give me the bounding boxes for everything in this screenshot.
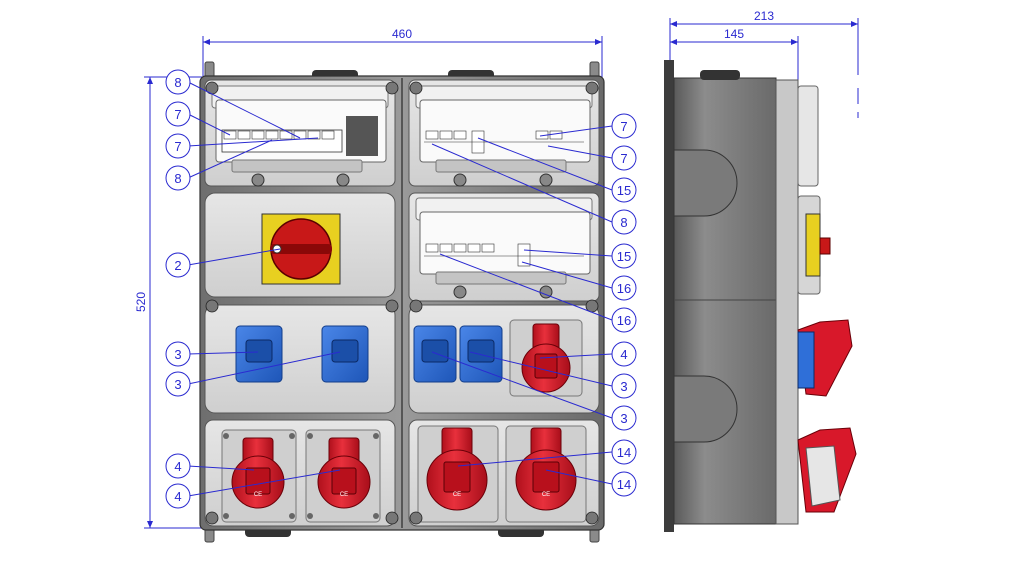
svg-text:7: 7 [174, 107, 181, 122]
svg-text:7: 7 [174, 139, 181, 154]
svg-text:7: 7 [620, 119, 627, 134]
dimension-460-label: 460 [392, 27, 412, 41]
svg-text:CE: CE [340, 492, 348, 498]
svg-text:3: 3 [174, 347, 181, 362]
callout-19: 3 [611, 405, 637, 431]
svg-text:15: 15 [617, 183, 631, 198]
cee-socket-right-1: CE [426, 427, 488, 511]
callout-5: 2 [165, 252, 191, 278]
svg-text:CE: CE [453, 492, 461, 498]
svg-text:2: 2 [174, 258, 181, 273]
dimension-depth-box: 145 [670, 27, 799, 80]
dimension-145-label: 145 [724, 27, 744, 41]
dimension-520-label: 520 [134, 292, 148, 312]
cee-module-left: CE CE [204, 419, 396, 527]
callout-20: 14 [611, 439, 637, 465]
callout-2: 7 [165, 101, 191, 127]
callout-10: 7 [611, 113, 637, 139]
dimension-213-label: 213 [754, 9, 774, 23]
cee-module-right: CE CE [408, 419, 600, 527]
breaker-window-right-top [408, 79, 600, 187]
callout-6: 3 [165, 341, 191, 367]
svg-text:14: 14 [617, 445, 631, 460]
svg-text:8: 8 [174, 171, 181, 186]
breaker-window-right-middle [408, 192, 600, 302]
callout-12: 15 [611, 177, 637, 203]
callout-15: 16 [611, 275, 637, 301]
svg-text:15: 15 [617, 249, 631, 264]
callout-8: 4 [165, 453, 191, 479]
cee-socket-left-2: CE [317, 437, 371, 509]
mixed-socket-module-right [408, 304, 600, 414]
callout-13: 8 [611, 209, 637, 235]
side-view [664, 60, 857, 532]
callout-11: 7 [611, 145, 637, 171]
svg-text:14: 14 [617, 477, 631, 492]
dimension-height-front: 520 [134, 76, 240, 529]
front-view: CE CE [199, 61, 605, 543]
svg-text:16: 16 [617, 313, 631, 328]
svg-text:4: 4 [174, 459, 181, 474]
callout-16: 16 [611, 307, 637, 333]
svg-text:4: 4 [174, 489, 181, 504]
svg-text:16: 16 [617, 281, 631, 296]
svg-text:CE: CE [542, 492, 550, 498]
cee-socket-right-2: CE [515, 427, 577, 511]
svg-text:7: 7 [620, 151, 627, 166]
callout-21: 14 [611, 471, 637, 497]
callout-17: 4 [611, 341, 637, 367]
callout-7: 3 [165, 371, 191, 397]
callout-9: 4 [165, 483, 191, 509]
svg-text:3: 3 [620, 379, 627, 394]
svg-text:8: 8 [174, 75, 181, 90]
svg-text:CE: CE [254, 492, 262, 498]
callout-18: 3 [611, 373, 637, 399]
svg-text:4: 4 [620, 347, 627, 362]
callout-14: 15 [611, 243, 637, 269]
callout-4: 8 [165, 165, 191, 191]
dimension-depth-total: 213 [669, 9, 859, 118]
breaker-window-left [204, 79, 396, 187]
callout-1: 8 [165, 69, 191, 95]
main-isolator-switch-module [204, 192, 396, 298]
svg-text:3: 3 [620, 411, 627, 426]
schuko-module-left [204, 304, 396, 414]
callout-3: 7 [165, 133, 191, 159]
leader-lines [187, 81, 613, 497]
dimension-width-front: 460 [202, 27, 603, 82]
svg-text:8: 8 [620, 215, 627, 230]
svg-text:3: 3 [174, 377, 181, 392]
